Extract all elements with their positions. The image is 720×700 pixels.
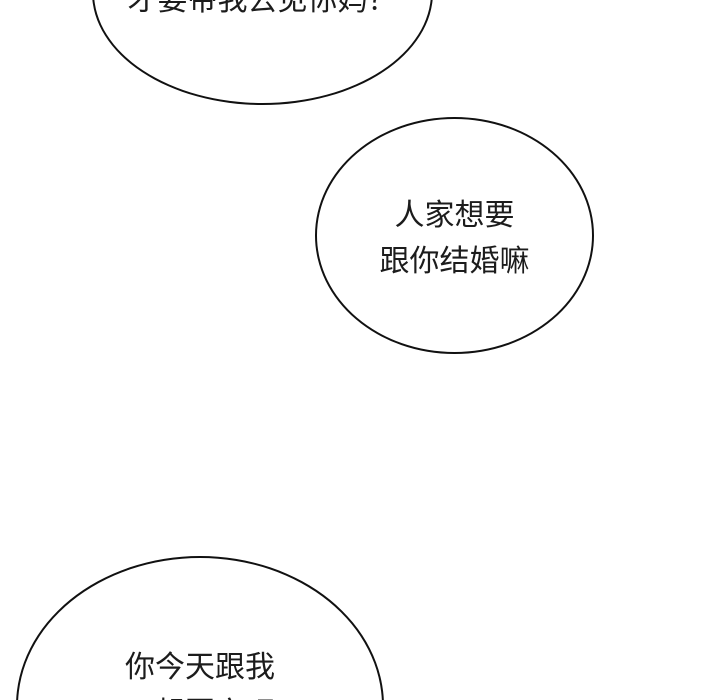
speech-line: 才要带我去见你妈？	[127, 0, 398, 18]
speech-bubble-middle	[315, 117, 594, 354]
speech-bubble-top-text: 才要带我去见你妈？	[92, 0, 433, 24]
speech-bubble-middle-text: 人家想要 跟你结婚嘛	[315, 193, 594, 285]
speech-line: 人家想要	[394, 198, 515, 233]
speech-line: 你今天跟我	[125, 650, 275, 685]
speech-bubble-bottom-text: 你今天跟我 一起回家吧	[16, 645, 384, 700]
speech-line: 跟你结婚嘛	[379, 244, 530, 279]
speech-line: 一起回家吧	[16, 691, 384, 700]
